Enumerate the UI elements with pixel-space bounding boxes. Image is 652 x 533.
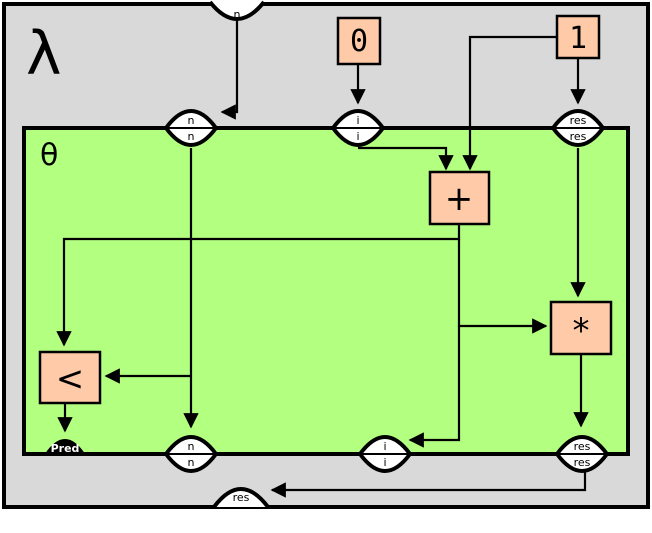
theta-input-port-n: n n	[163, 109, 219, 147]
svg-text:n: n	[188, 114, 195, 127]
theta-output-port-res: res res	[554, 435, 610, 473]
lambda-label: λ	[26, 19, 62, 89]
constant-zero-node: 0	[336, 16, 382, 66]
add-operator-node: +	[428, 170, 491, 226]
svg-text:0: 0	[350, 24, 368, 59]
multiply-operator-node: *	[549, 300, 613, 356]
svg-text:i: i	[356, 114, 359, 127]
svg-text:res: res	[570, 114, 587, 127]
theta-label: θ	[40, 138, 58, 173]
svg-text:res: res	[233, 491, 250, 504]
constant-one-node: 1	[555, 14, 601, 60]
wire-lambda-n-to-theta	[220, 14, 239, 120]
svg-text:i: i	[356, 130, 359, 143]
theta-frame	[22, 126, 630, 456]
lambda-input-port-n: n	[208, 0, 266, 21]
theta-input-port-i: i i	[330, 109, 386, 147]
theta-output-port-i: i i	[357, 435, 413, 473]
wire-res-to-lambda-out	[270, 471, 587, 498]
svg-text:1: 1	[569, 21, 587, 56]
lambda-output-port-res: res	[212, 487, 270, 509]
svg-text:Pred: Pred	[51, 442, 80, 455]
svg-text:i: i	[383, 440, 386, 453]
predicate-port: Pred	[44, 439, 86, 455]
theta-input-port-res: res res	[550, 109, 606, 147]
svg-text:i: i	[383, 456, 386, 469]
svg-text:res: res	[570, 130, 587, 143]
svg-text:*: *	[573, 311, 590, 351]
svg-text:n: n	[234, 8, 241, 21]
theta-output-port-n: n n	[163, 435, 219, 473]
svg-text:res: res	[574, 440, 591, 453]
svg-text:n: n	[188, 130, 195, 143]
wire-one-to-add	[462, 35, 557, 171]
wire-i-to-add	[358, 146, 454, 171]
wire-add-to-less	[56, 224, 461, 347]
svg-text:n: n	[188, 456, 195, 469]
svg-text:res: res	[574, 456, 591, 469]
svg-text:<: <	[56, 359, 85, 399]
less-than-operator-node: <	[38, 350, 102, 405]
svg-text:n: n	[188, 440, 195, 453]
svg-text:+: +	[445, 179, 474, 219]
wire-add-to-i-out	[408, 326, 461, 448]
